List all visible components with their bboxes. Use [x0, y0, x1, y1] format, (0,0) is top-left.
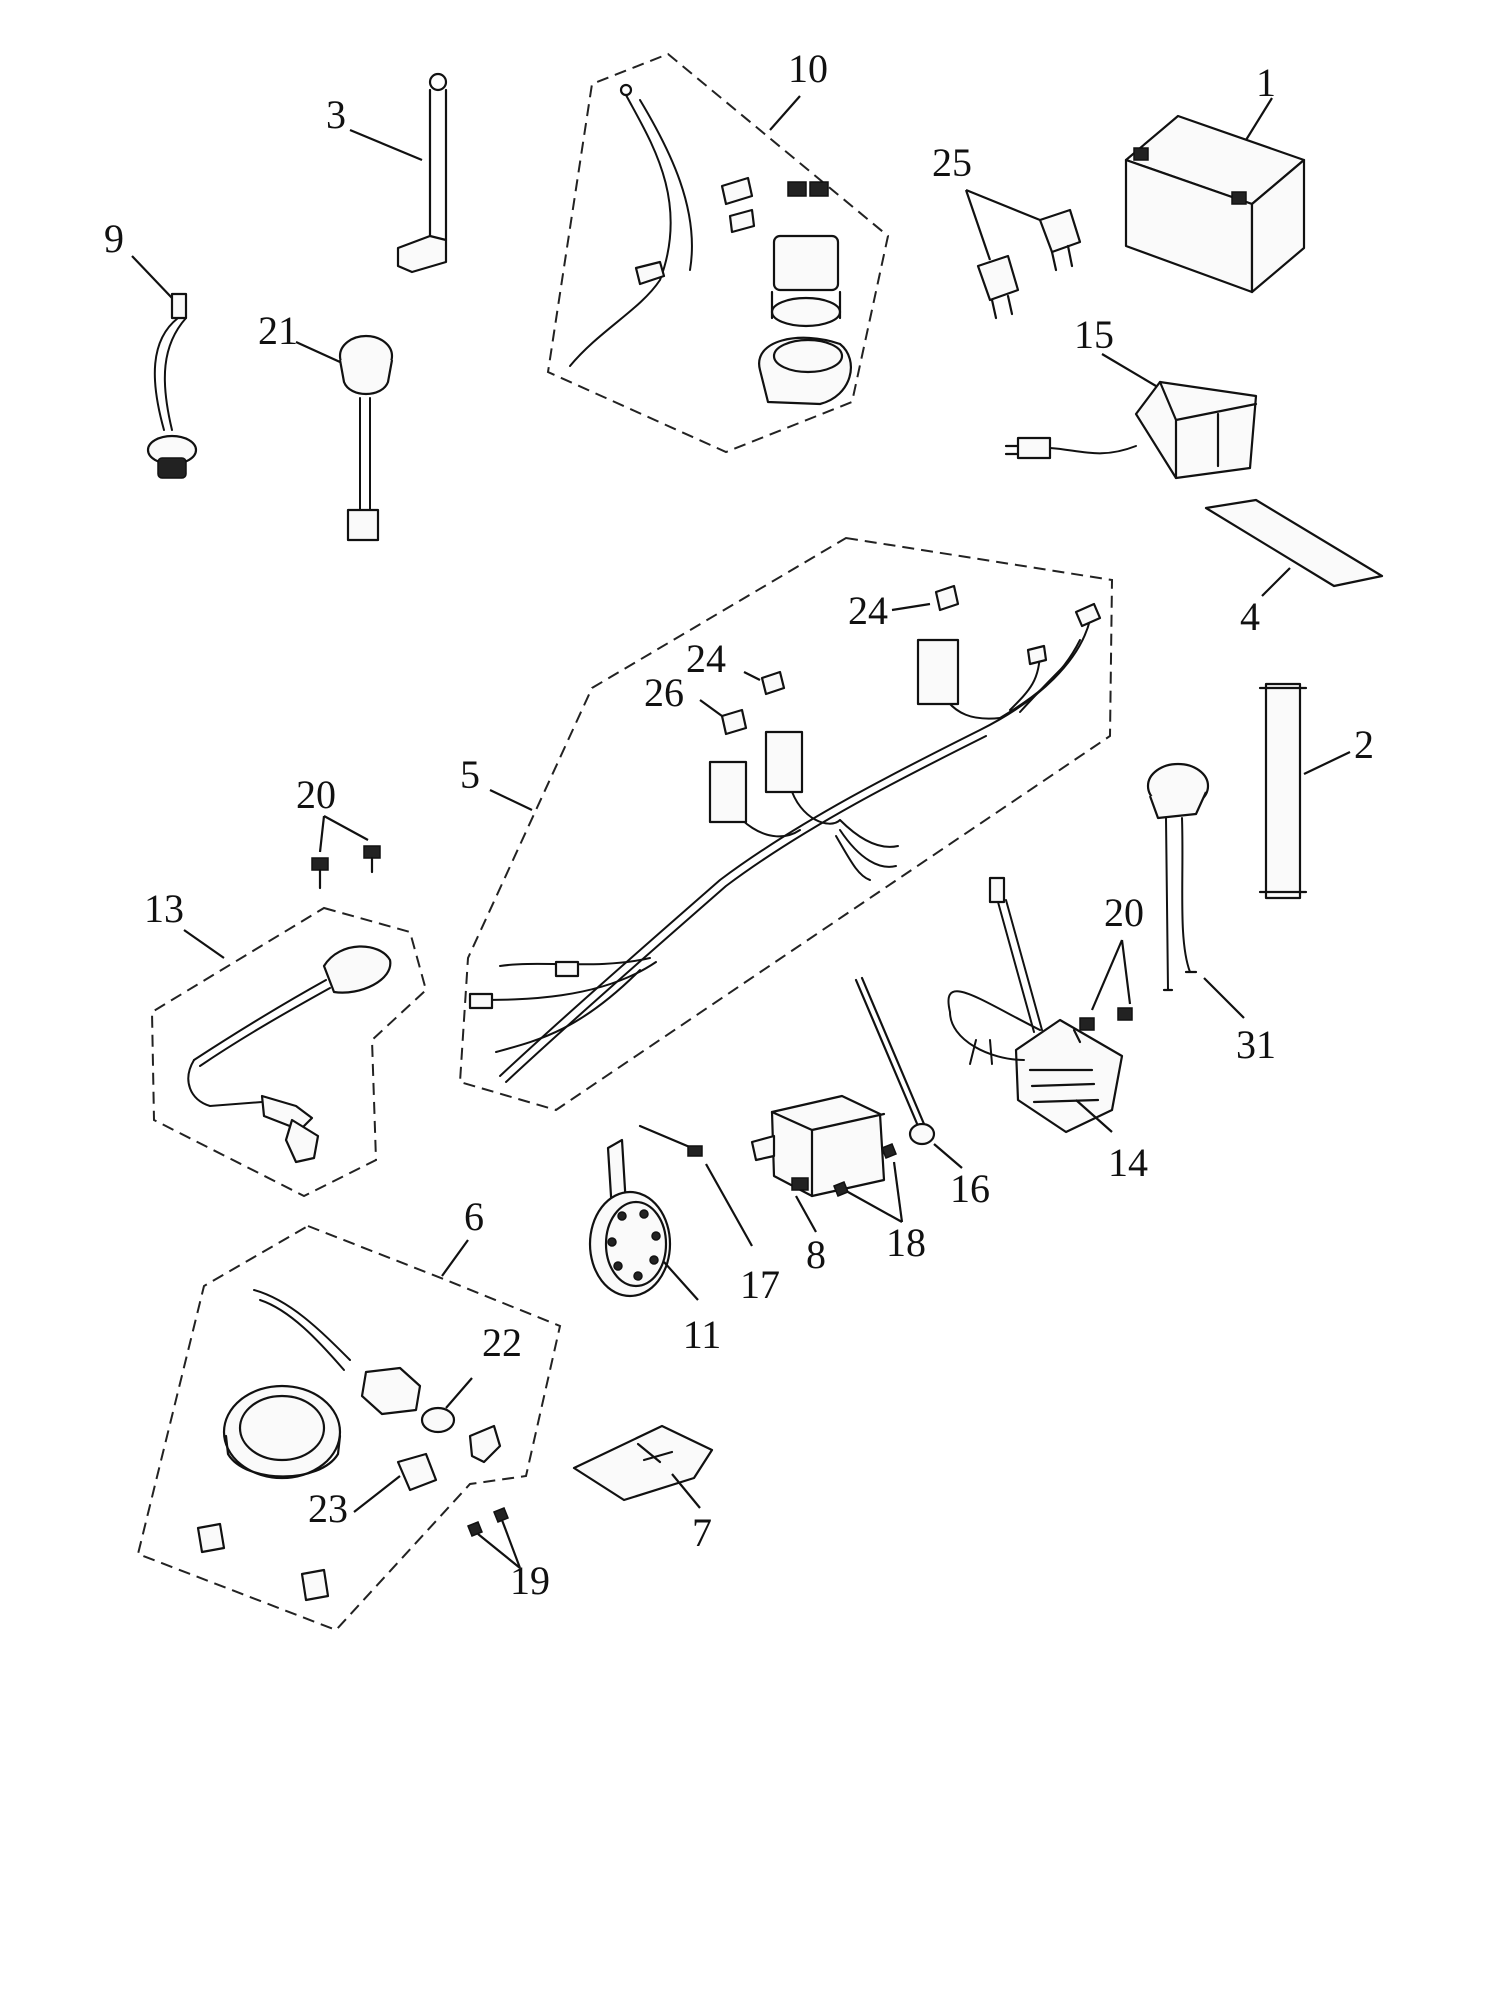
relay-part [976, 208, 1082, 320]
stator-part [196, 1289, 502, 1602]
wire-harness-group-outline [458, 536, 1114, 1112]
ignition-coil-part [187, 945, 392, 1164]
stator-group-outline [136, 1224, 562, 1632]
horn-screw-part [638, 1124, 703, 1157]
callout-20a: 20 [296, 772, 336, 817]
mount-screw-part [833, 1143, 897, 1197]
cable-tie-part [854, 976, 936, 1146]
battery-pad-part [1204, 498, 1384, 588]
callout-14: 14 [1108, 1140, 1148, 1185]
callout-17: 17 [740, 1262, 780, 1307]
callout-24a: 24 [848, 588, 888, 633]
callout-25: 25 [932, 140, 972, 185]
callout-20b: 20 [1104, 890, 1144, 935]
callout-10: 10 [788, 46, 828, 91]
stator-screw-part [467, 1507, 509, 1537]
relay-group-outline [546, 52, 890, 454]
cdi-unit-part [1004, 380, 1258, 480]
callout-5: 5 [460, 752, 480, 797]
ignition-coil-group-outline [150, 906, 428, 1198]
callout-23: 23 [308, 1486, 348, 1531]
callout-19: 19 [510, 1558, 550, 1603]
callout-3: 3 [326, 92, 346, 137]
callout-26: 26 [644, 670, 684, 715]
regulator-rectifier-part [947, 876, 1124, 1134]
battery-part [1124, 114, 1306, 294]
callout-7: 7 [692, 1510, 712, 1555]
callout-16: 16 [950, 1166, 990, 1211]
callout-9: 9 [104, 216, 124, 261]
cover-plate-part [572, 1424, 714, 1502]
callout-2: 2 [1354, 722, 1374, 767]
control-unit-part [750, 1094, 886, 1198]
callout-22: 22 [482, 1320, 522, 1365]
callout-11: 11 [683, 1312, 722, 1357]
switch-part [338, 334, 394, 542]
callout-6: 6 [464, 1194, 484, 1239]
handlebar-switch-part [1146, 762, 1210, 992]
callout-15: 15 [1074, 312, 1114, 357]
callout-8: 8 [806, 1232, 826, 1277]
callout-24b: 24 [686, 636, 726, 681]
callout-1: 1 [1256, 60, 1276, 105]
callout-4: 4 [1240, 594, 1260, 639]
starter-relay-part [569, 83, 852, 406]
callout-13: 13 [144, 886, 184, 931]
pressure-sensor-part [146, 292, 198, 479]
battery-strap-part [1258, 682, 1308, 900]
screw-part [311, 845, 381, 890]
callout-18: 18 [886, 1220, 926, 1265]
callout-21: 21 [258, 308, 298, 353]
screw-part-right [1072, 1007, 1133, 1044]
battery-cable-part [396, 72, 448, 274]
horn-part [588, 1138, 672, 1298]
callout-31: 31 [1236, 1022, 1276, 1067]
wire-harness-part [468, 584, 1102, 1083]
